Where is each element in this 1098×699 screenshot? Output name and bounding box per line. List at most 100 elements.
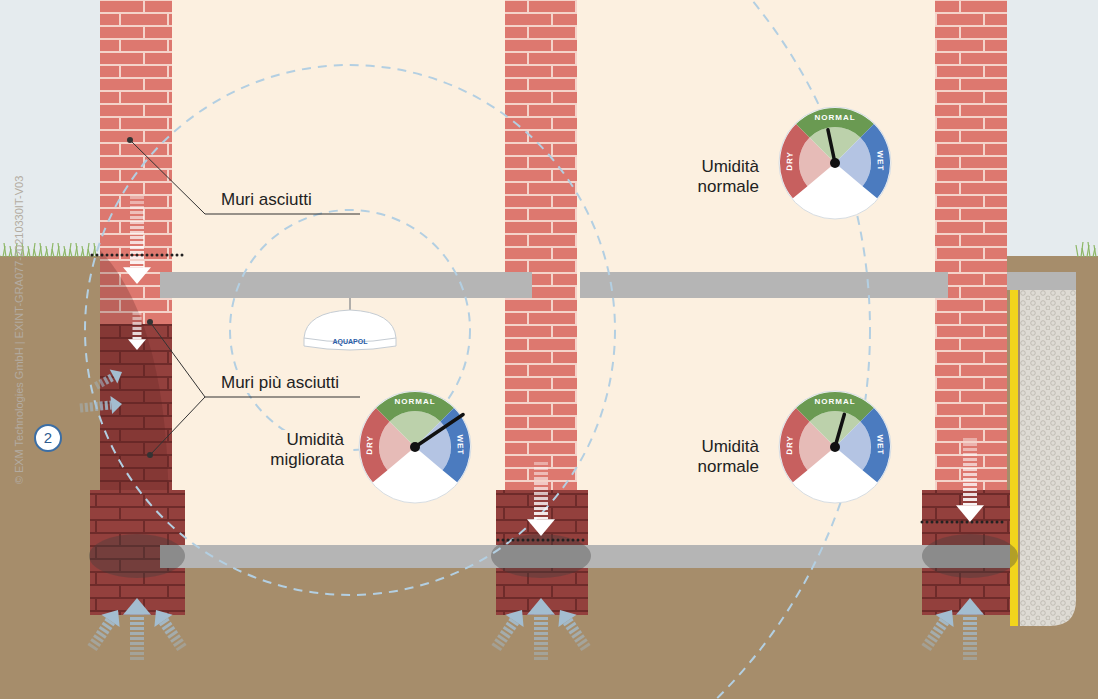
gauge-band [796,392,874,422]
illustration-part [527,519,555,536]
level-marker [91,254,94,257]
gauge-pivot [410,442,420,452]
part-label: Muri asciutti [218,190,315,210]
illustration-part [90,402,93,411]
illustration-part [934,633,936,635]
illustration-part [963,622,977,625]
footing [90,490,185,615]
illustration-part [130,637,144,640]
gauge-zone [415,422,451,471]
drying-arrow [123,196,151,284]
illustration-part [130,647,144,650]
illustration-part [534,627,548,630]
level-marker [111,254,114,257]
illustration-part [1088,242,1090,257]
illustration-part [133,322,142,325]
level-marker [146,254,149,257]
gauge-band [780,124,810,198]
floor-slab [580,272,948,298]
level-marker [926,521,929,524]
leader-dot [147,452,153,458]
illustration-part [534,517,548,519]
illustration-part [109,621,111,623]
field-arc [0,0,870,699]
illustration-part [496,646,498,648]
status-label: Umidità normale [672,437,762,476]
illustration-part [956,598,984,615]
level-marker [582,539,585,542]
leader-lines [130,140,360,455]
illustration-part [963,443,977,446]
gauge-label: WET [876,435,886,456]
illustration-part [963,498,977,501]
level-marker [121,254,124,257]
level-marker [507,539,510,542]
illustration-part [130,236,144,239]
illustration-part [76,243,78,257]
humidity-gauge: DRYNORMALWET [778,106,892,220]
leader-dot [147,319,153,325]
rising-moisture-arrow [558,610,586,648]
illustration-part [130,657,144,660]
illustration-part [963,647,977,650]
brick-wall [935,0,1007,500]
illustration-part [100,633,102,635]
illustration-part [98,637,100,639]
gauge-band [860,124,890,198]
illustration-part [130,617,144,620]
level-marker [936,521,939,524]
drying-arrow [527,462,555,536]
illustration-part [963,642,977,645]
waterproof-membrane [1010,272,1018,626]
floor-slab [1007,272,1076,290]
level-marker [996,521,999,524]
illustration-part [28,246,30,257]
callout-number: 2 [44,429,52,446]
gauge-face [359,391,471,503]
level-marker [136,254,139,257]
illustration-part [80,403,83,412]
illustration-part [579,637,581,639]
illustration-part [956,505,984,522]
illustration-part [534,497,548,500]
illustration-part [10,246,12,257]
level-marker [166,254,169,257]
illustration-part [513,621,515,623]
illustration-part [499,641,501,643]
illustration-part [940,625,942,627]
level-marker [567,539,570,542]
level-marker [931,521,934,524]
illustration-part [558,610,576,627]
field-arc [230,210,470,450]
illustration-part [963,463,977,466]
illustration-part [963,637,977,640]
level-marker [991,521,994,524]
illustration-part [95,641,97,643]
illustration-part [175,637,177,639]
illustration-part [130,226,144,229]
illustration-part [130,241,144,244]
illustration-part [573,629,575,631]
device-brand: AQUAPOL [300,338,400,346]
illustration-part [963,448,977,451]
illustration-part [130,206,144,209]
illustration-part [87,243,89,257]
level-marker [171,254,174,257]
level-marker [562,539,565,542]
illustration-part [70,249,72,257]
level-marker [552,539,555,542]
illustration-part [109,377,112,378]
watermark: © EXM Technologies GmbH | EXINT-GRA077-2… [13,176,26,485]
illustration-part [88,249,90,257]
illustration-part [507,629,509,631]
gauge-label: DRY [785,435,795,455]
illustration-part [130,201,144,204]
illustration-part [963,468,977,471]
illustration-part [510,625,512,627]
level-marker [971,521,974,524]
illustration-part [105,380,108,381]
illustration-part [130,622,144,625]
level-marker [956,521,959,524]
humidity-gauge: DRYNORMALWET [778,390,892,504]
